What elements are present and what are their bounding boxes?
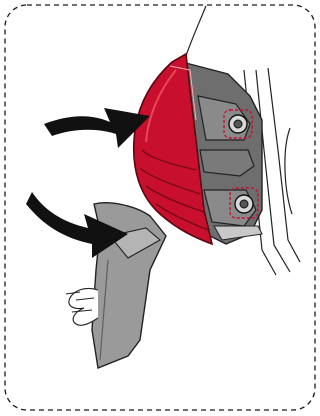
hand-icon [66, 288, 98, 325]
